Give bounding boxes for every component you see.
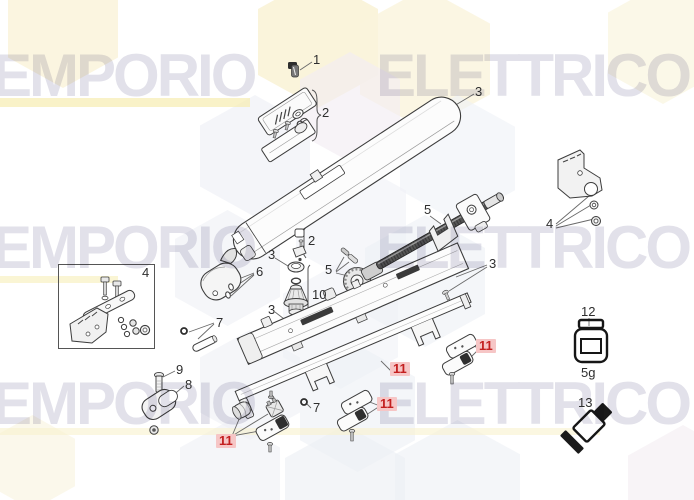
part-label-11-highlighted: 11 [476, 338, 496, 354]
part-3-outer-tube [231, 96, 462, 261]
part-5-drive-screw [376, 192, 504, 270]
leader-lines [162, 61, 598, 437]
part-label-13: 13 [578, 395, 593, 410]
part-7-oring [300, 398, 308, 406]
grease-tube-icon [560, 403, 612, 454]
part-label-3: 3 [268, 247, 276, 262]
part-label-3: 3 [475, 84, 483, 99]
part-4-bracket-right [557, 149, 603, 226]
part-6-release-lever [200, 247, 242, 301]
part-label-3: 3 [489, 256, 497, 271]
part-11-cluster-mid [336, 389, 373, 442]
part-label-10: 10 [312, 287, 327, 302]
part-label-6: 6 [256, 264, 264, 279]
part-label-7: 7 [216, 315, 224, 330]
part-label-5: 5 [424, 202, 432, 217]
group-brace-2 [311, 89, 322, 142]
part-4-bracket-kit [58, 264, 155, 349]
part-label-2: 2 [322, 105, 330, 120]
highlight-band [0, 98, 250, 107]
part-label-5: 5 [325, 262, 333, 277]
grease-jar-icon [573, 318, 609, 364]
part-label-2: 2 [308, 233, 316, 248]
highlight-band [0, 428, 600, 435]
part-label-4: 4 [546, 216, 554, 231]
part-1-fitting [288, 62, 299, 78]
part-label-11-highlighted: 11 [216, 433, 236, 449]
part-2b-hardware [292, 228, 307, 262]
part-11-cluster-right [441, 333, 478, 385]
part-label-9: 9 [176, 362, 184, 377]
part-label-11-highlighted: 11 [390, 361, 410, 377]
part-label-1: 1 [313, 52, 321, 67]
part-label-7: 7 [313, 400, 321, 415]
chassis-screw [442, 289, 451, 301]
part-label-11-highlighted: 11 [377, 396, 397, 412]
part-label-4: 4 [142, 265, 150, 280]
part-9-bolt [154, 371, 164, 393]
part-8-fork [141, 388, 178, 435]
part-label-3: 3 [268, 302, 276, 317]
part-2-cover-group [257, 87, 317, 163]
part-label-12: 12 [581, 304, 596, 319]
jar-weight-label: 5g [581, 365, 596, 380]
part-7-pin [180, 327, 218, 352]
part-11-cluster-left [232, 390, 290, 453]
chassis-upper-rail [236, 213, 470, 366]
part-label-8: 8 [185, 377, 193, 392]
